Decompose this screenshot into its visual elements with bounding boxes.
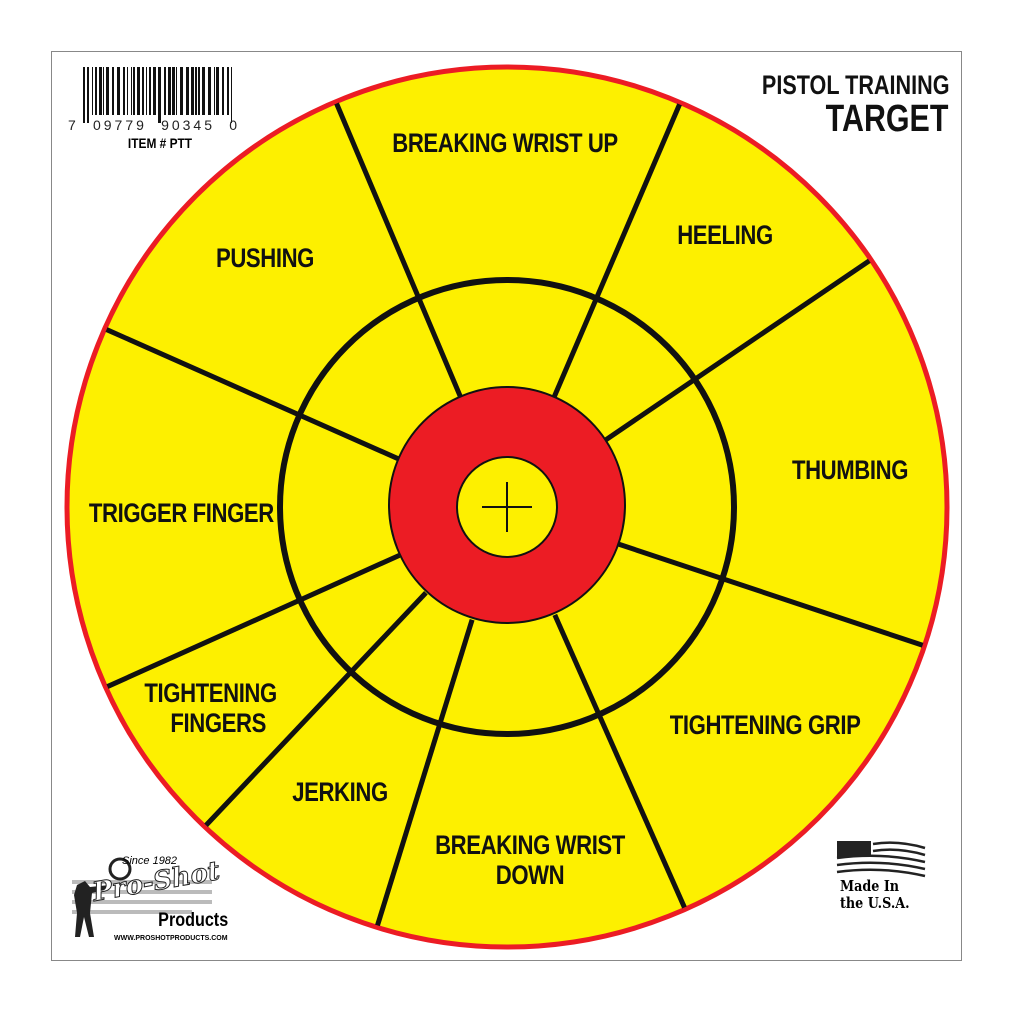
barcode-bar xyxy=(198,67,200,115)
sector-divider xyxy=(552,613,687,909)
label-tightening-fingers: TIGHTENING FINGERS xyxy=(144,678,277,738)
barcode-bar xyxy=(231,67,232,123)
barcode-bar xyxy=(191,67,194,115)
title-line1: PISTOL TRAINING xyxy=(762,70,950,100)
label-tightening-grip: TIGHTENING GRIP xyxy=(669,710,861,740)
label-thumbing: THUMBING xyxy=(791,455,909,485)
barcode-bar xyxy=(117,67,120,115)
logo-since: Since 1982 xyxy=(122,855,178,867)
sector-divider xyxy=(105,327,401,462)
label-heeling: HEELING xyxy=(677,220,773,250)
barcode-bar xyxy=(202,67,205,115)
label-line: BREAKING WRIST xyxy=(435,830,625,860)
barcode-bar xyxy=(137,67,140,115)
badge-line2: the U.S.A. xyxy=(840,894,910,912)
label-pushing: PUSHING xyxy=(215,243,315,273)
barcode-bar xyxy=(222,67,224,115)
label-line: DOWN xyxy=(495,860,565,890)
sector-divider xyxy=(375,618,475,927)
barcode xyxy=(83,67,233,123)
middle-ring xyxy=(277,277,737,737)
barcode-bar xyxy=(158,67,161,123)
barcode-bar xyxy=(92,67,93,115)
label-trigger-finger: TRIGGER FINGER xyxy=(88,498,274,528)
barcode-bar xyxy=(123,67,125,115)
label-line: TIGHTENING xyxy=(144,678,277,708)
barcode-bar xyxy=(127,67,128,115)
barcode-bar xyxy=(99,67,102,115)
barcode-bar xyxy=(172,67,175,115)
barcode-bar xyxy=(153,67,156,115)
barcode-bar xyxy=(186,67,189,115)
title-line2: TARGET xyxy=(825,98,948,140)
sector-divider xyxy=(334,102,464,400)
target-border xyxy=(51,51,962,961)
barcode-bar xyxy=(176,67,177,115)
barcode-bar xyxy=(164,67,166,115)
pro-shot-logo: Since 1982 Pro-Shot Products WWW.PROSHOT… xyxy=(62,855,228,950)
barcode-bar xyxy=(133,67,135,115)
barcode-digit: 0 xyxy=(229,117,240,133)
barcode-bar xyxy=(103,67,104,115)
barcode-bar xyxy=(95,67,97,115)
barcode-bar xyxy=(106,67,109,115)
barcode-bar xyxy=(142,67,144,115)
barcode-bar xyxy=(227,67,229,115)
sector-divider xyxy=(106,553,401,689)
barcode-digit: 09779 xyxy=(92,117,147,133)
barcode-bar xyxy=(87,67,89,123)
barcode-bar xyxy=(146,67,147,115)
barcode-bar xyxy=(180,67,183,115)
sector-divider xyxy=(204,591,428,827)
logo-products: Products xyxy=(158,910,229,931)
label-jerking: JERKING xyxy=(292,777,388,807)
shooter-flag-icon xyxy=(72,857,212,937)
badge-line1: Made In xyxy=(840,877,900,895)
barcode-bar xyxy=(214,67,215,115)
barcode-bar xyxy=(112,67,114,115)
barcode-bar xyxy=(168,67,171,115)
label-breaking-wrist-up: BREAKING WRIST UP xyxy=(392,128,618,158)
sector-divider xyxy=(551,103,682,400)
barcode-digits: 7 09779 90345 0 xyxy=(68,117,240,133)
logo-url: WWW.PROSHOTPRODUCTS.COM xyxy=(114,935,228,942)
made-in-usa-badge: Made In the U.S.A. xyxy=(835,838,935,928)
us-flag-icon xyxy=(836,841,926,878)
barcode-bar xyxy=(208,67,211,115)
sector-divider xyxy=(603,258,871,443)
barcode-bar xyxy=(216,67,219,115)
barcode-digit: 90345 xyxy=(161,117,216,133)
label-line: FINGERS xyxy=(170,708,266,738)
barcode-bar xyxy=(131,67,132,115)
barcode-bar xyxy=(83,67,85,123)
label-breaking-wrist-down: BREAKING WRIST DOWN xyxy=(432,830,629,890)
item-number: ITEM # PTT xyxy=(127,135,193,151)
barcode-bar xyxy=(195,67,197,115)
barcode-bar xyxy=(149,67,151,115)
barcode-digit: 7 xyxy=(68,117,79,133)
sector-divider xyxy=(618,541,924,648)
